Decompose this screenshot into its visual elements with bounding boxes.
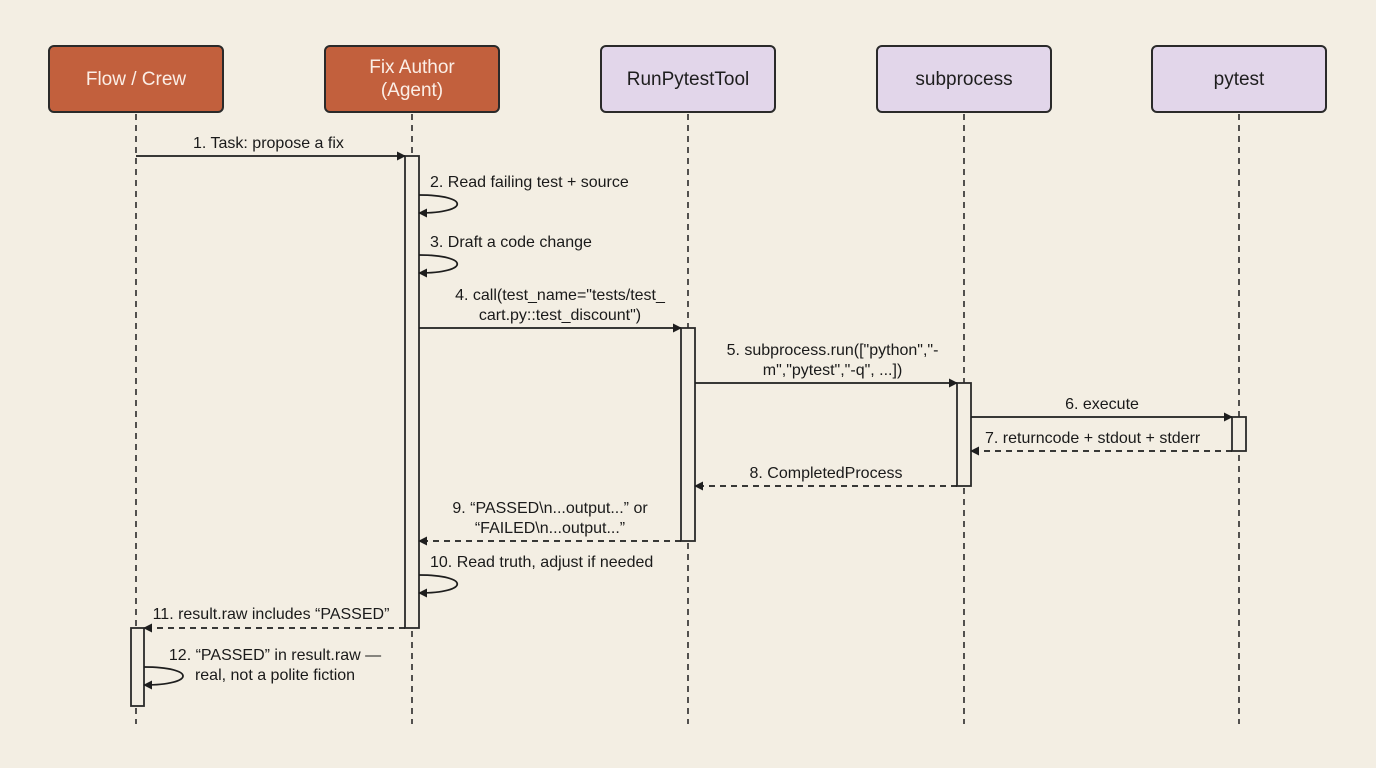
message-label-8: 8. CompletedProcess (749, 465, 903, 482)
participant-pytest: pytest (1151, 45, 1327, 113)
activation-subprocess (956, 382, 972, 487)
message-label-5: 5. subprocess.run(["python","- m","pytes… (726, 342, 939, 379)
activation-pytest (1231, 416, 1247, 452)
message-label-4: 4. call(test_name="tests/test_ cart.py::… (455, 287, 665, 324)
activation-fix-author (404, 155, 420, 629)
participant-run-pytest-tool: RunPytestTool (600, 45, 776, 113)
message-label-9: 9. “PASSED\n...output...” or “FAILED\n..… (452, 500, 648, 537)
message-arrows (136, 151, 1233, 690)
activation-flow (130, 627, 145, 707)
participant-flow-crew: Flow / Crew (48, 45, 224, 113)
arrow-msg-10 (418, 574, 458, 598)
message-label-7: 7. returncode + stdout + stderr (985, 430, 1201, 447)
participant-subprocess: subprocess (876, 45, 1052, 113)
message-label-10: 10. Read truth, adjust if needed (430, 554, 654, 571)
message-label-1: 1. Task: propose a fix (193, 135, 344, 152)
arrow-msg-12 (143, 666, 184, 690)
arrow-msg-3 (418, 254, 458, 278)
message-label-12: 12. “PASSED” in result.raw — real, not a… (168, 647, 382, 684)
message-label-3: 3. Draft a code change (430, 234, 592, 251)
activations (130, 155, 1247, 707)
activation-run-pytest-tool (680, 327, 696, 542)
message-label-2: 2. Read failing test + source (430, 174, 629, 191)
message-label-6: 6. execute (1065, 396, 1139, 413)
participant-fix-author: Fix Author (Agent) (324, 45, 500, 113)
arrow-msg-2 (418, 194, 458, 218)
message-label-11: 11. result.raw includes “PASSED” (152, 606, 390, 623)
